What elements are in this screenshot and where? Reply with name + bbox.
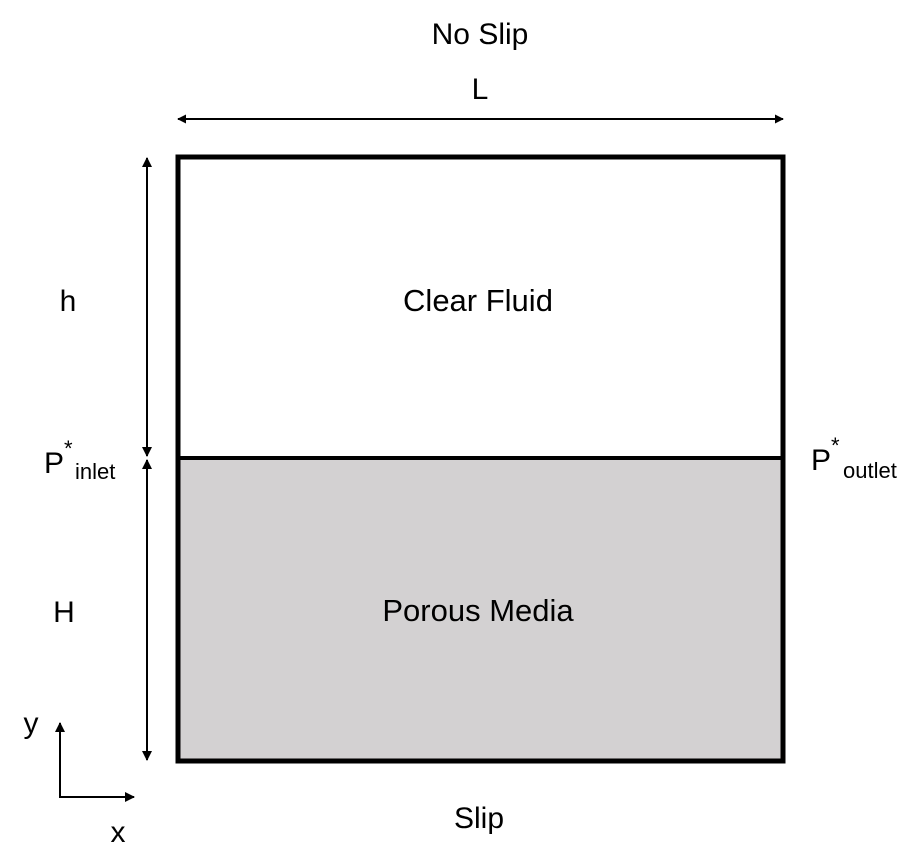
outlet-pressure-label: P * outlet (811, 433, 897, 483)
top-boundary-label: No Slip (432, 18, 529, 51)
outlet-pressure-superscript: * (831, 433, 840, 458)
lower-height-label: H (53, 596, 75, 629)
clear-fluid-label: Clear Fluid (403, 283, 553, 318)
inlet-pressure-superscript: * (64, 436, 73, 461)
bottom-boundary-label: Slip (454, 802, 504, 835)
upper-height-label: h (60, 285, 77, 318)
inlet-pressure-label: P * inlet (44, 436, 115, 484)
coordinate-axes: y x (24, 707, 135, 849)
outlet-pressure-symbol: P (811, 444, 831, 477)
outlet-pressure-subscript: outlet (843, 458, 897, 483)
inlet-pressure-symbol: P (44, 447, 64, 480)
porous-media-region (178, 458, 783, 761)
length-label: L (472, 73, 489, 106)
clear-fluid-region (178, 157, 783, 458)
porous-media-label: Porous Media (382, 593, 574, 628)
y-axis-label: y (24, 707, 39, 740)
inlet-pressure-subscript: inlet (75, 459, 115, 484)
x-axis-label: x (111, 816, 126, 849)
